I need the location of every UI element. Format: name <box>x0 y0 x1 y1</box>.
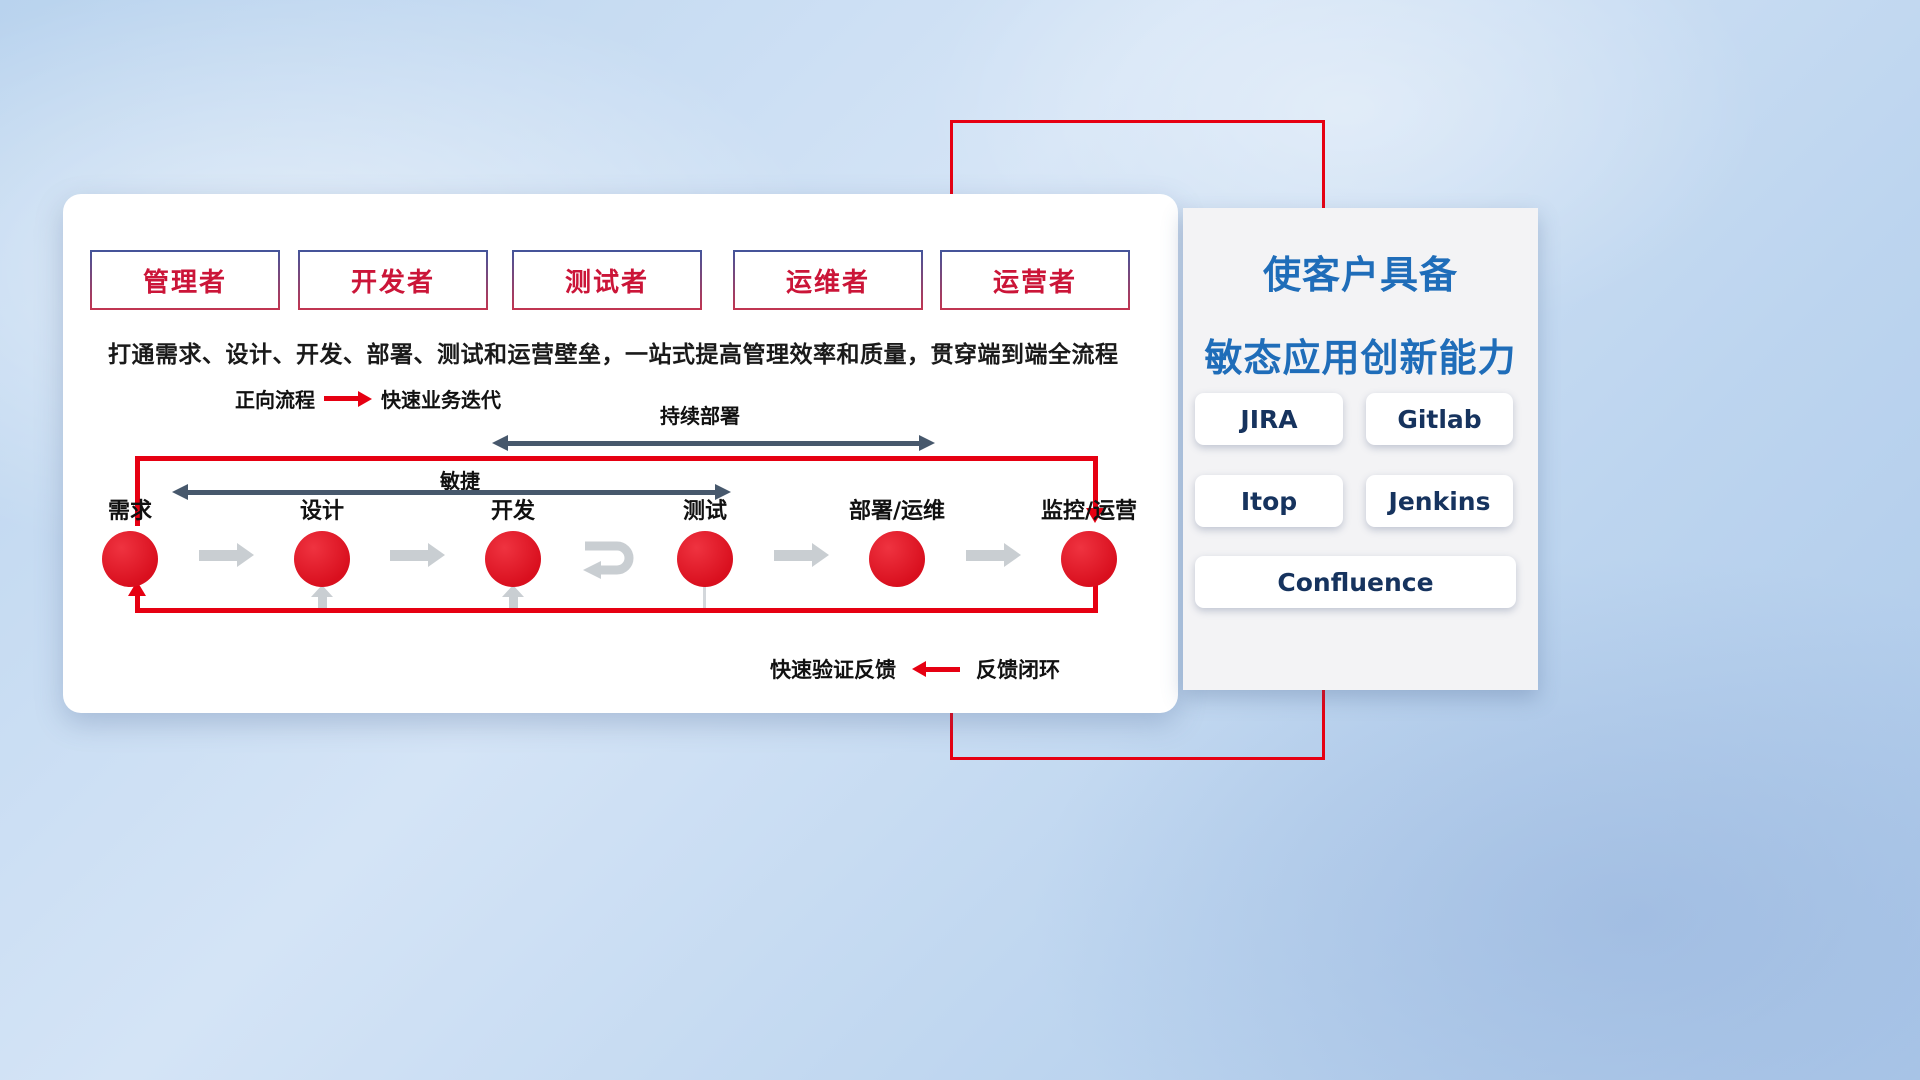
role-box-tester: 测试者 <box>512 250 702 310</box>
role-label: 运营者 <box>992 267 1077 298</box>
card-subtitle: 打通需求、设计、开发、部署、测试和运营壁垒，一站式提高管理效率和质量，贯穿端到端… <box>108 342 1119 368</box>
tool-chip-jenkins: Jenkins <box>1366 475 1513 527</box>
loop-arrow-down-icon <box>1086 508 1104 523</box>
loop-bottom-line <box>135 608 1098 613</box>
iterate-loop-icon <box>577 532 641 588</box>
node-circle <box>677 531 733 587</box>
feedback-up-arrow-icon <box>502 585 524 608</box>
node-circle <box>1061 531 1117 587</box>
role-label: 运维者 <box>785 267 870 298</box>
continuous-deploy-arrow-icon <box>492 435 935 451</box>
loop-top-line <box>135 456 1098 461</box>
role-label: 管理者 <box>142 267 227 298</box>
tool-chip-gitlab: Gitlab <box>1366 393 1513 445</box>
step-arrow-icon <box>966 543 1021 567</box>
role-label: 开发者 <box>350 267 435 298</box>
capability-panel: 使客户具备 敏态应用创新能力 JIRA Gitlab Itop Jenkins … <box>1183 208 1538 690</box>
forward-flow-label: 正向流程 <box>235 388 315 412</box>
panel-title: 使客户具备 敏态应用创新能力 <box>1183 244 1538 382</box>
feedback-label: 反馈闭环 <box>976 658 1060 682</box>
loop-right-upper-line <box>1093 456 1098 508</box>
role-label: 测试者 <box>564 267 649 298</box>
node-circle <box>485 531 541 587</box>
legend-forward: 正向流程 快速业务迭代 <box>235 384 501 413</box>
agile-label: 敏捷 <box>440 469 480 493</box>
role-box-manager: 管理者 <box>90 250 280 310</box>
feedback-desc: 快速验证反馈 <box>770 658 896 682</box>
panel-title-line1: 使客户具备 <box>1262 253 1458 297</box>
step-arrow-icon <box>774 543 829 567</box>
legend-feedback: 快速验证反馈 反馈闭环 <box>770 654 1060 684</box>
role-box-ops: 运维者 <box>733 250 923 310</box>
node-label: 开发 <box>490 499 535 524</box>
loop-right-lower-line <box>1093 583 1098 608</box>
role-box-developer: 开发者 <box>298 250 488 310</box>
tool-chip-confluence: Confluence <box>1195 556 1516 608</box>
node-circle <box>102 531 158 587</box>
node-circle <box>869 531 925 587</box>
forward-flow-desc: 快速业务迭代 <box>381 388 501 412</box>
node-label: 监控/运营 <box>1040 499 1138 524</box>
node-label: 部署/运维 <box>848 499 946 524</box>
flow-node-testing: 测试 <box>645 493 765 587</box>
step-arrow-icon <box>199 543 254 567</box>
flow-node-deploy-ops: 部署/运维 <box>837 493 957 587</box>
node-circle <box>294 531 350 587</box>
tool-chip-jira: JIRA <box>1195 393 1343 445</box>
forward-arrow-icon <box>324 390 372 407</box>
node-label: 需求 <box>107 499 152 524</box>
panel-title-line2: 敏态应用创新能力 <box>1204 336 1517 380</box>
feedback-arrow-icon <box>912 661 960 677</box>
agile-arrow-icon <box>172 484 731 500</box>
feedback-up-arrow-icon <box>311 585 333 608</box>
loop-left-lower-line <box>135 595 140 608</box>
tool-chip-itop: Itop <box>1195 475 1343 527</box>
role-box-operator: 运营者 <box>940 250 1130 310</box>
loop-left-upper-line <box>135 456 140 526</box>
flow-node-development: 开发 <box>453 493 573 587</box>
test-feedback-connector-line <box>703 583 706 608</box>
node-label: 设计 <box>299 499 344 524</box>
step-arrow-icon <box>390 543 445 567</box>
devops-flow-card: 管理者 开发者 测试者 运维者 运营者 打通需求、设计、开发、部署、测试和运营壁… <box>63 194 1178 713</box>
flow-node-requirements: 需求 <box>70 493 190 587</box>
continuous-deploy-label: 持续部署 <box>660 404 740 428</box>
node-label: 测试 <box>682 499 727 524</box>
flow-node-monitor-operations: 监控/运营 <box>1029 493 1149 587</box>
flow-node-design: 设计 <box>262 493 382 587</box>
